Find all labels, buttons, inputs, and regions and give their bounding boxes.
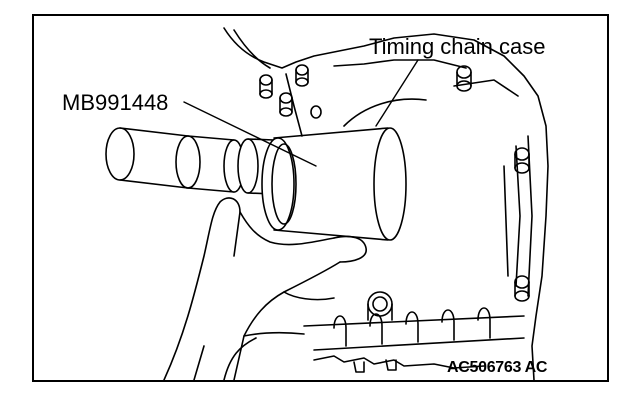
timing-chain-case-label: Timing chain case — [369, 34, 546, 59]
figure-code-label: AC506763 AC — [447, 359, 548, 376]
leader-lines — [183, 59, 419, 167]
timing-chain-case-installation-drawing — [105, 27, 549, 380]
lower-case-ribs — [303, 307, 525, 373]
hand — [163, 197, 367, 380]
illustration-frame: Timing chain case MB991448 AC506763 AC — [32, 14, 609, 382]
special-tool-mb991448 — [105, 127, 407, 241]
tool-number-label: MB991448 — [62, 90, 169, 115]
case-bolts — [259, 64, 530, 321]
